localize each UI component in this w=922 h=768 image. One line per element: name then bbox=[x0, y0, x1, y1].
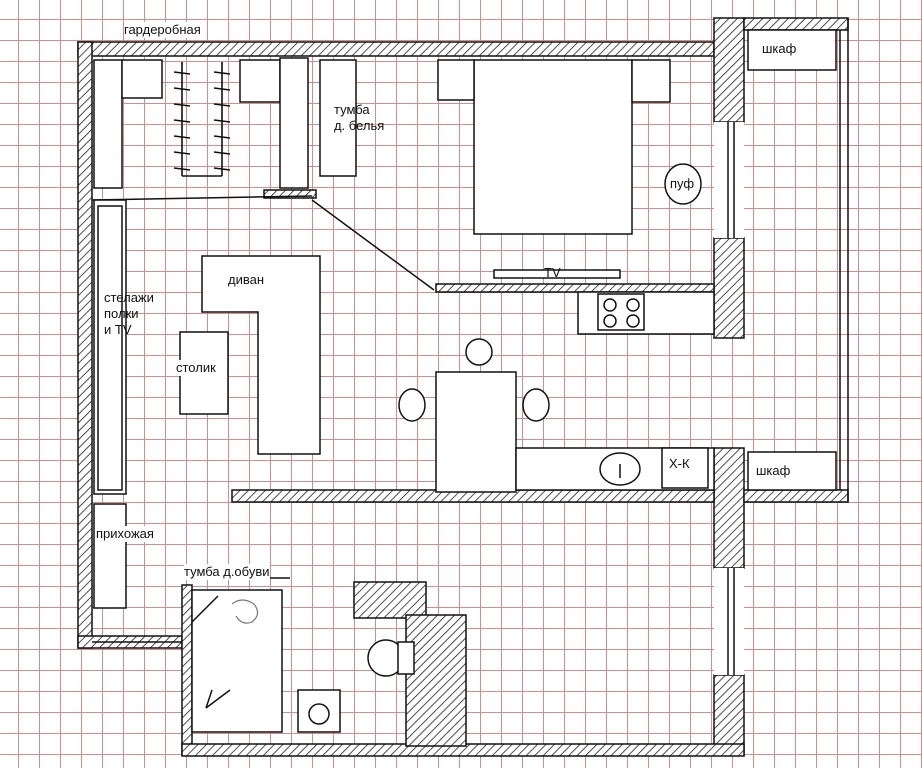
label-shelving-3: и TV bbox=[104, 322, 132, 337]
label-linen-cabinet-2: д. белья bbox=[334, 118, 385, 133]
label-shelving-1: стелажи bbox=[104, 290, 154, 305]
label-closet-bottom: шкаф bbox=[756, 463, 791, 478]
label-fridge: Х-К bbox=[669, 456, 690, 471]
closet-top bbox=[747, 29, 837, 71]
wall-wc-block-top bbox=[353, 581, 427, 619]
hallway-cabinet bbox=[93, 503, 127, 609]
label-shoe-cabinet: тумба д.обуви bbox=[184, 564, 270, 580]
wall-balcony-bottom bbox=[743, 489, 849, 503]
closet-bottom bbox=[747, 451, 837, 491]
wall-right-upper-stub bbox=[743, 17, 849, 31]
label-linen-cabinet-1: тумба bbox=[334, 102, 370, 117]
linen-cabinet bbox=[319, 59, 357, 177]
dining-table bbox=[435, 371, 517, 493]
tv bbox=[493, 269, 621, 279]
label-coffee-table: столик bbox=[176, 360, 216, 376]
bedside-table-left bbox=[437, 59, 475, 101]
label-closet-top: шкаф bbox=[762, 41, 797, 56]
chair-right bbox=[522, 388, 550, 422]
wall-right-bottom bbox=[713, 674, 745, 756]
bed bbox=[473, 59, 633, 235]
chair-top bbox=[465, 338, 493, 366]
label-wardrobe-room: гардеробная bbox=[124, 22, 201, 38]
wall-bath-left bbox=[181, 584, 193, 756]
sofa bbox=[201, 255, 321, 455]
wall-right-upper bbox=[713, 17, 745, 123]
wardrobe-left-cabinet bbox=[93, 59, 123, 189]
wardrobe-right-cabinet bbox=[279, 57, 309, 189]
wall-right-lower bbox=[713, 447, 745, 569]
door-swing bbox=[311, 199, 435, 291]
shower bbox=[191, 589, 283, 733]
wall-left bbox=[77, 41, 93, 649]
wardrobe-box bbox=[121, 59, 163, 99]
wall-kitchen-partition bbox=[435, 283, 715, 293]
chair-left bbox=[398, 388, 426, 422]
label-hallway: прихожая bbox=[96, 526, 154, 542]
wall-wardrobe-partition bbox=[263, 189, 317, 199]
label-tv: TV bbox=[544, 265, 561, 280]
wall-wc-block-side bbox=[405, 614, 467, 747]
label-pouf: пуф bbox=[670, 176, 695, 191]
wall-right-mid bbox=[713, 237, 745, 339]
label-shelving-2: полки bbox=[104, 306, 139, 321]
bedside-table-right bbox=[631, 59, 671, 103]
wall-top bbox=[77, 41, 715, 57]
label-sofa: диван bbox=[228, 272, 265, 287]
wardrobe-right-box bbox=[239, 59, 281, 103]
fridge bbox=[661, 447, 709, 489]
pouf bbox=[664, 163, 702, 205]
